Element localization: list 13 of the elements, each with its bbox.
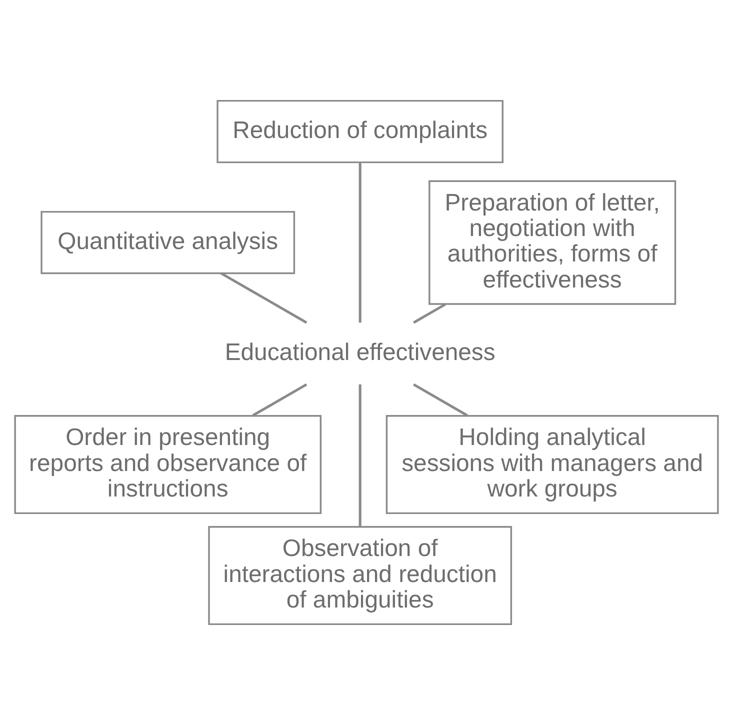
connector	[413, 382, 468, 416]
connector	[220, 272, 308, 324]
node-box: Observation of interactions and reduction of ambiguities	[208, 526, 512, 625]
connector	[358, 162, 362, 322]
node-box: Order in presenting reports and observance of instructions	[14, 414, 322, 514]
node-box: Quantitative analysis	[40, 210, 296, 274]
node-box: Preparation of letter, negotiation with authorities, forms of effectiveness	[428, 180, 676, 304]
connector	[252, 382, 308, 416]
connector	[413, 302, 446, 324]
connector	[358, 384, 362, 526]
node-box: Reduction of complaints	[216, 99, 504, 163]
node-text: Educational effectiveness	[224, 338, 496, 366]
node-box: Holding analytical sessions with managers and work groups	[386, 414, 719, 514]
